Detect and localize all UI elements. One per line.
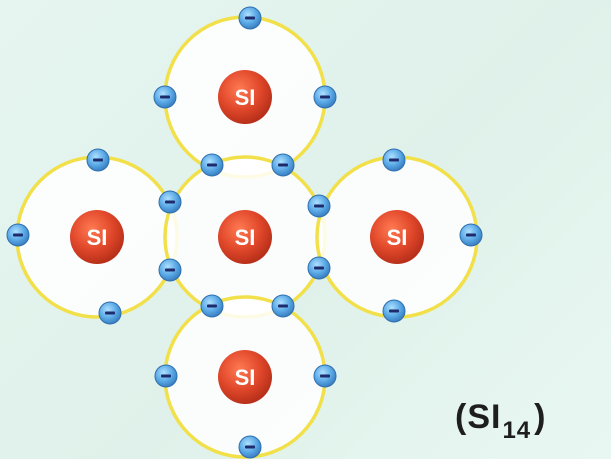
electron-minus-icon — [389, 158, 399, 162]
electron — [238, 6, 262, 30]
electron-minus-icon — [314, 204, 324, 208]
nucleus-circle-bottom — [218, 350, 272, 404]
electron-minus-icon — [13, 233, 23, 237]
electron-minus-icon — [466, 233, 476, 237]
electron — [200, 153, 224, 177]
electron — [459, 223, 483, 247]
electron — [86, 148, 110, 172]
electron — [158, 258, 182, 282]
electron-minus-icon — [105, 311, 115, 315]
nucleus-top: SI — [218, 70, 272, 124]
formula-close-paren: ) — [534, 398, 547, 436]
electron-minus-icon — [278, 304, 288, 308]
electron — [200, 294, 224, 318]
electron — [382, 148, 406, 172]
electron-minus-icon — [389, 309, 399, 313]
electron-minus-icon — [207, 163, 217, 167]
electron — [98, 301, 122, 325]
nucleus-left: SI — [70, 210, 124, 264]
nucleus-circle-left — [70, 210, 124, 264]
electrons-group — [6, 6, 483, 459]
atom-label-center: SI — [235, 225, 256, 250]
electron — [307, 194, 331, 218]
electron-minus-icon — [245, 445, 255, 449]
electron-minus-icon — [320, 95, 330, 99]
electron — [313, 85, 337, 109]
electron-minus-icon — [278, 163, 288, 167]
electron-minus-icon — [165, 268, 175, 272]
formula-open-paren: ( — [455, 398, 468, 436]
electron — [154, 364, 178, 388]
nucleus-bottom: SI — [218, 350, 272, 404]
silicon-formula: (SI14) — [455, 398, 547, 444]
formula-symbol: SI — [467, 398, 502, 436]
electron-minus-icon — [161, 374, 171, 378]
nucleus-circle-center — [218, 210, 272, 264]
nucleus-circle-top — [218, 70, 272, 124]
atom-label-top: SI — [235, 85, 256, 110]
electron — [307, 256, 331, 280]
nuclei-group: SI SI SI SI SI — [70, 70, 424, 404]
electron — [238, 435, 262, 459]
electron — [313, 364, 337, 388]
atom-label-right: SI — [387, 225, 408, 250]
nucleus-circle-right — [370, 210, 424, 264]
atom-label-bottom: SI — [235, 365, 256, 390]
electron — [271, 294, 295, 318]
electron-minus-icon — [320, 374, 330, 378]
electron — [382, 299, 406, 323]
formula-subscript: 14 — [502, 417, 532, 444]
electron-minus-icon — [314, 266, 324, 270]
electron-minus-icon — [207, 304, 217, 308]
electron-minus-icon — [165, 200, 175, 204]
electron-minus-icon — [245, 16, 255, 20]
nucleus-right: SI — [370, 210, 424, 264]
nucleus-center: SI — [218, 210, 272, 264]
electron — [153, 85, 177, 109]
atom-label-left: SI — [87, 225, 108, 250]
electron — [271, 153, 295, 177]
electron — [158, 190, 182, 214]
electron-minus-icon — [93, 158, 103, 162]
electron — [6, 223, 30, 247]
electron-minus-icon — [160, 95, 170, 99]
